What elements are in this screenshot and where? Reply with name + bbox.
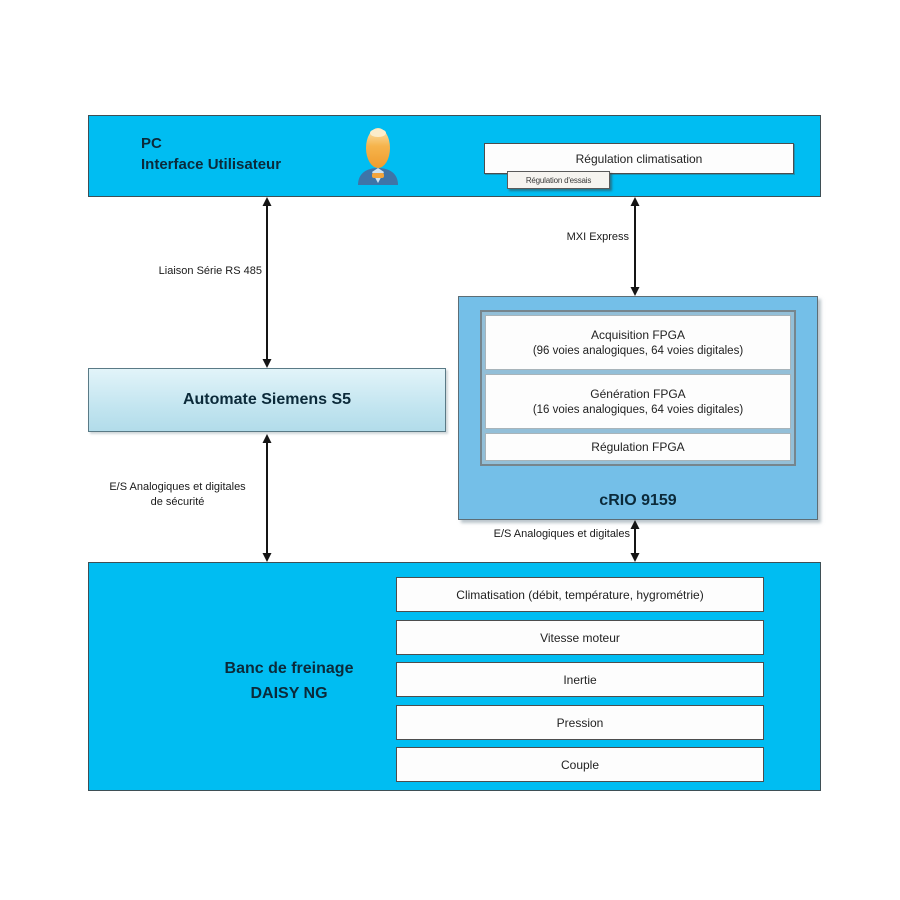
banc-title-line2: DAISY NG [250,684,328,702]
signal-vitesse-moteur: Vitesse moteur [396,620,764,655]
banc-freinage-box: Banc de freinage DAISY NG Climatisation … [88,562,821,791]
arrow-crio-banc [630,520,640,562]
regulation-climatisation-window: Régulation climatisation [484,143,794,174]
user-avatar-icon [355,125,401,185]
fpga-acquisition-title: Acquisition FPGA [590,327,686,342]
fpga-regulation-title: Régulation FPGA [591,439,685,454]
pc-title: PC Interface Utilisateur [141,133,281,175]
signal-pression: Pression [396,705,764,740]
signal-couple: Couple [396,747,764,782]
automate-siemens-box: Automate Siemens S5 [88,368,446,432]
crio-label: cRIO 9159 [599,492,677,509]
label-mxi-express: MXI Express [566,231,629,243]
pc-title-line1: PC [141,135,162,152]
fpga-acquisition-detail: (96 voies analogiques, 64 voies digitale… [532,344,744,357]
label-es-analogiques: E/S Analogiques et digitales [493,528,630,540]
pc-interface-box: PC Interface Utilisateur Régulation c [88,115,821,197]
pc-title-line2: Interface Utilisateur [141,156,282,173]
fpga-generation-title: Génération FPGA [590,386,686,401]
fpga-module-generation: Génération FPGA (16 voies analogiques, 6… [485,373,791,429]
banc-title: Banc de freinage DAISY NG [119,657,459,707]
fpga-module-regulation: Régulation FPGA [485,432,791,461]
arrow-pc-automate [262,197,272,368]
arrow-pc-crio [630,197,640,296]
background-window-tab: Régulation d'essais [507,171,610,189]
label-es-securite-line2: de sécurité [150,495,205,508]
label-liaison-serie: Liaison Série RS 485 [158,265,262,277]
signal-inertie: Inertie [396,662,764,697]
signal-climatisation: Climatisation (débit, température, hygro… [396,577,764,612]
banc-title-line1: Banc de freinage [224,660,354,677]
crio-box: Acquisition FPGA (96 voies analogiques, … [458,296,818,520]
fpga-generation-detail: (16 voies analogiques, 64 voies digitale… [532,403,744,416]
crio-module-frame: Acquisition FPGA (96 voies analogiques, … [480,310,796,466]
label-es-securite: E/S Analogiques et digitales de sécurité [90,480,265,510]
label-es-securite-line1: E/S Analogiques et digitales [109,481,246,493]
fpga-module-acquisition: Acquisition FPGA (96 voies analogiques, … [485,315,791,370]
